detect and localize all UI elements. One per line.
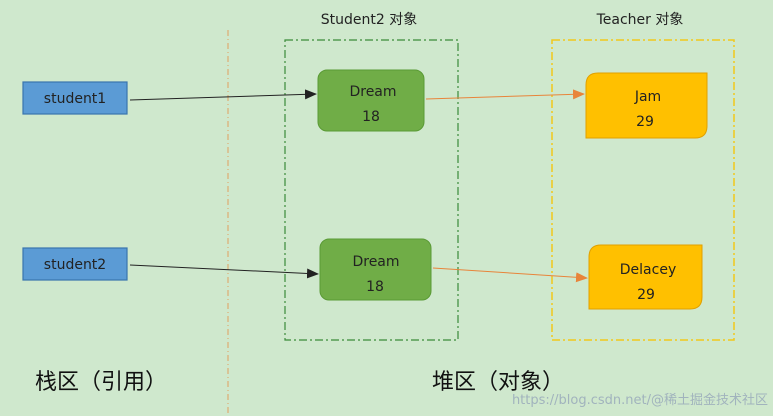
stack-ref-label: student1 [44,91,106,107]
watermark: https://blog.csdn.net/@稀土掘金技术社区 [512,392,768,408]
student-object-1: Dream 18 [317,69,425,132]
stack-region-label: 栈区（引用） [35,370,167,395]
obj-arrow-teacher2 [432,267,588,283]
teacher-group-frame [551,39,735,341]
teacher-object-2: Delacey 29 [588,244,703,310]
stack-ref-student2: student2 [22,247,128,281]
stack-ref-student1: student1 [22,81,128,115]
student-age: 18 [362,109,380,125]
obj-arrow-teacher1 [425,89,585,100]
teacher-object-1: Jam 29 [585,72,708,139]
teacher-name: Jam [634,89,661,105]
student2-group-title: Student2 对象 [321,12,417,28]
student-object-2: Dream 18 [319,238,432,301]
ref-arrow-student1 [129,89,317,101]
student-age: 18 [366,279,384,295]
ref-arrow-student2 [129,264,319,279]
teacher-age: 29 [637,287,655,303]
student-name: Dream [352,254,399,270]
heap-region-label: 堆区（对象） [432,370,564,395]
teacher-name: Delacey [620,262,676,278]
teacher-group-title: Teacher 对象 [596,12,684,28]
student2-group-frame [284,39,459,341]
student-name: Dream [349,84,396,100]
stack-ref-label: student2 [44,257,106,273]
teacher-age: 29 [636,114,654,130]
